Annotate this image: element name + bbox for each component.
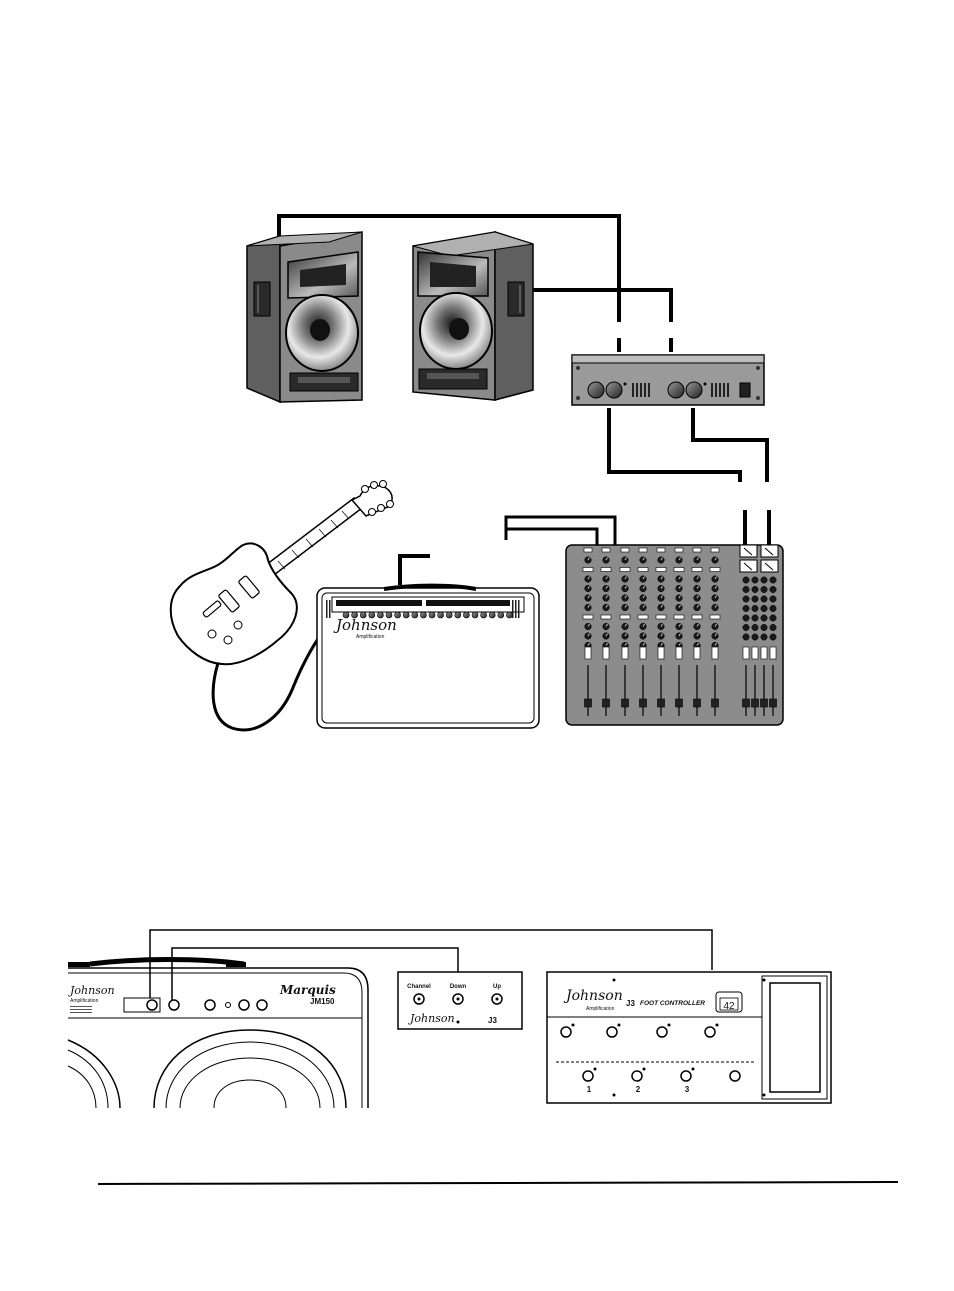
combo-knob — [359, 611, 367, 619]
footer-rule — [97, 1181, 899, 1185]
switch-label-down: Down — [450, 984, 467, 990]
left-pa-speaker — [246, 231, 363, 404]
combo-knob — [506, 611, 513, 619]
combo-knob — [402, 611, 410, 619]
combo-brand-sub: Amplification — [356, 634, 385, 640]
fc-title: FOOT CONTROLLER — [640, 1000, 705, 1007]
combo-knob — [463, 611, 470, 619]
marquis-brand-sub: Amplification — [70, 998, 99, 1004]
combo-knob — [454, 611, 462, 619]
switch-label-channel: Channel — [407, 984, 431, 990]
right-pa-speaker — [412, 230, 534, 401]
mixer-channel-strip — [600, 547, 612, 716]
guitar-cable — [211, 621, 332, 732]
mixer-input-cables — [504, 515, 617, 545]
mixer-channel-strip — [673, 547, 685, 716]
combo-knob — [385, 611, 393, 619]
combo-brand-script: Johnson — [333, 616, 397, 634]
mixer-channel-strip — [619, 547, 631, 716]
combo-knob — [428, 611, 436, 619]
power-amplifier — [571, 354, 765, 406]
combo-knob — [368, 611, 376, 619]
channel-footswitch: Channel Down Up Johnson J3 — [397, 971, 523, 1030]
fc-brand-sub: Amplification — [586, 1006, 615, 1012]
fc-switch-3: 3 — [685, 1085, 690, 1094]
combo-knob — [377, 611, 384, 619]
combo-knob — [394, 611, 401, 619]
mixer-master-strip — [769, 576, 777, 716]
combo-knob — [437, 611, 444, 619]
combo-knob — [488, 611, 496, 619]
combo-knob — [497, 611, 505, 619]
mixing-console — [565, 544, 784, 726]
combo-knob — [471, 611, 479, 619]
combo-amp: Johnson Amplification — [316, 583, 540, 729]
mixer-channel-strip — [691, 547, 703, 716]
combo-knob — [420, 611, 427, 619]
mixer-channel-strip — [582, 547, 594, 716]
mixer-master-strip — [760, 576, 768, 716]
mixer-master-strip — [751, 576, 759, 716]
mixer-master-strip — [742, 576, 750, 716]
switch-logo-mark: J3 — [488, 1016, 497, 1025]
fc-brand-script: Johnson — [563, 988, 623, 1004]
marquis-amp-panel: Johnson Amplification Marquis JM150 — [67, 957, 369, 1109]
combo-knob — [342, 611, 350, 619]
fc-display: 42 — [723, 1001, 735, 1012]
fc-switch-1: 1 — [587, 1085, 592, 1094]
fc-logo-mark: J3 — [626, 999, 635, 1008]
marquis-model-badge: JM150 — [310, 997, 335, 1006]
mixer-channel-strip — [637, 547, 649, 716]
mixer-channel-strip — [655, 547, 667, 716]
mixer-channel-strip — [709, 547, 721, 716]
amp-to-mixer-cables — [607, 408, 771, 545]
fc-switch-2: 2 — [636, 1085, 641, 1094]
combo-knob — [445, 611, 453, 619]
mic-cable — [398, 554, 430, 585]
speaker-cables — [277, 214, 673, 352]
combo-knob — [411, 611, 419, 619]
combo-knob — [351, 611, 358, 619]
marquis-brand-script: Johnson — [68, 984, 115, 997]
foot-controller: Johnson Amplification J3 FOOT CONTROLLER… — [546, 971, 832, 1104]
switch-brand-script: Johnson — [408, 1012, 455, 1025]
combo-knob — [480, 611, 487, 619]
marquis-model: Marquis — [279, 983, 336, 997]
switch-label-up: Up — [493, 984, 501, 990]
electric-guitar — [169, 480, 394, 666]
footswitch-cables — [149, 929, 713, 1000]
